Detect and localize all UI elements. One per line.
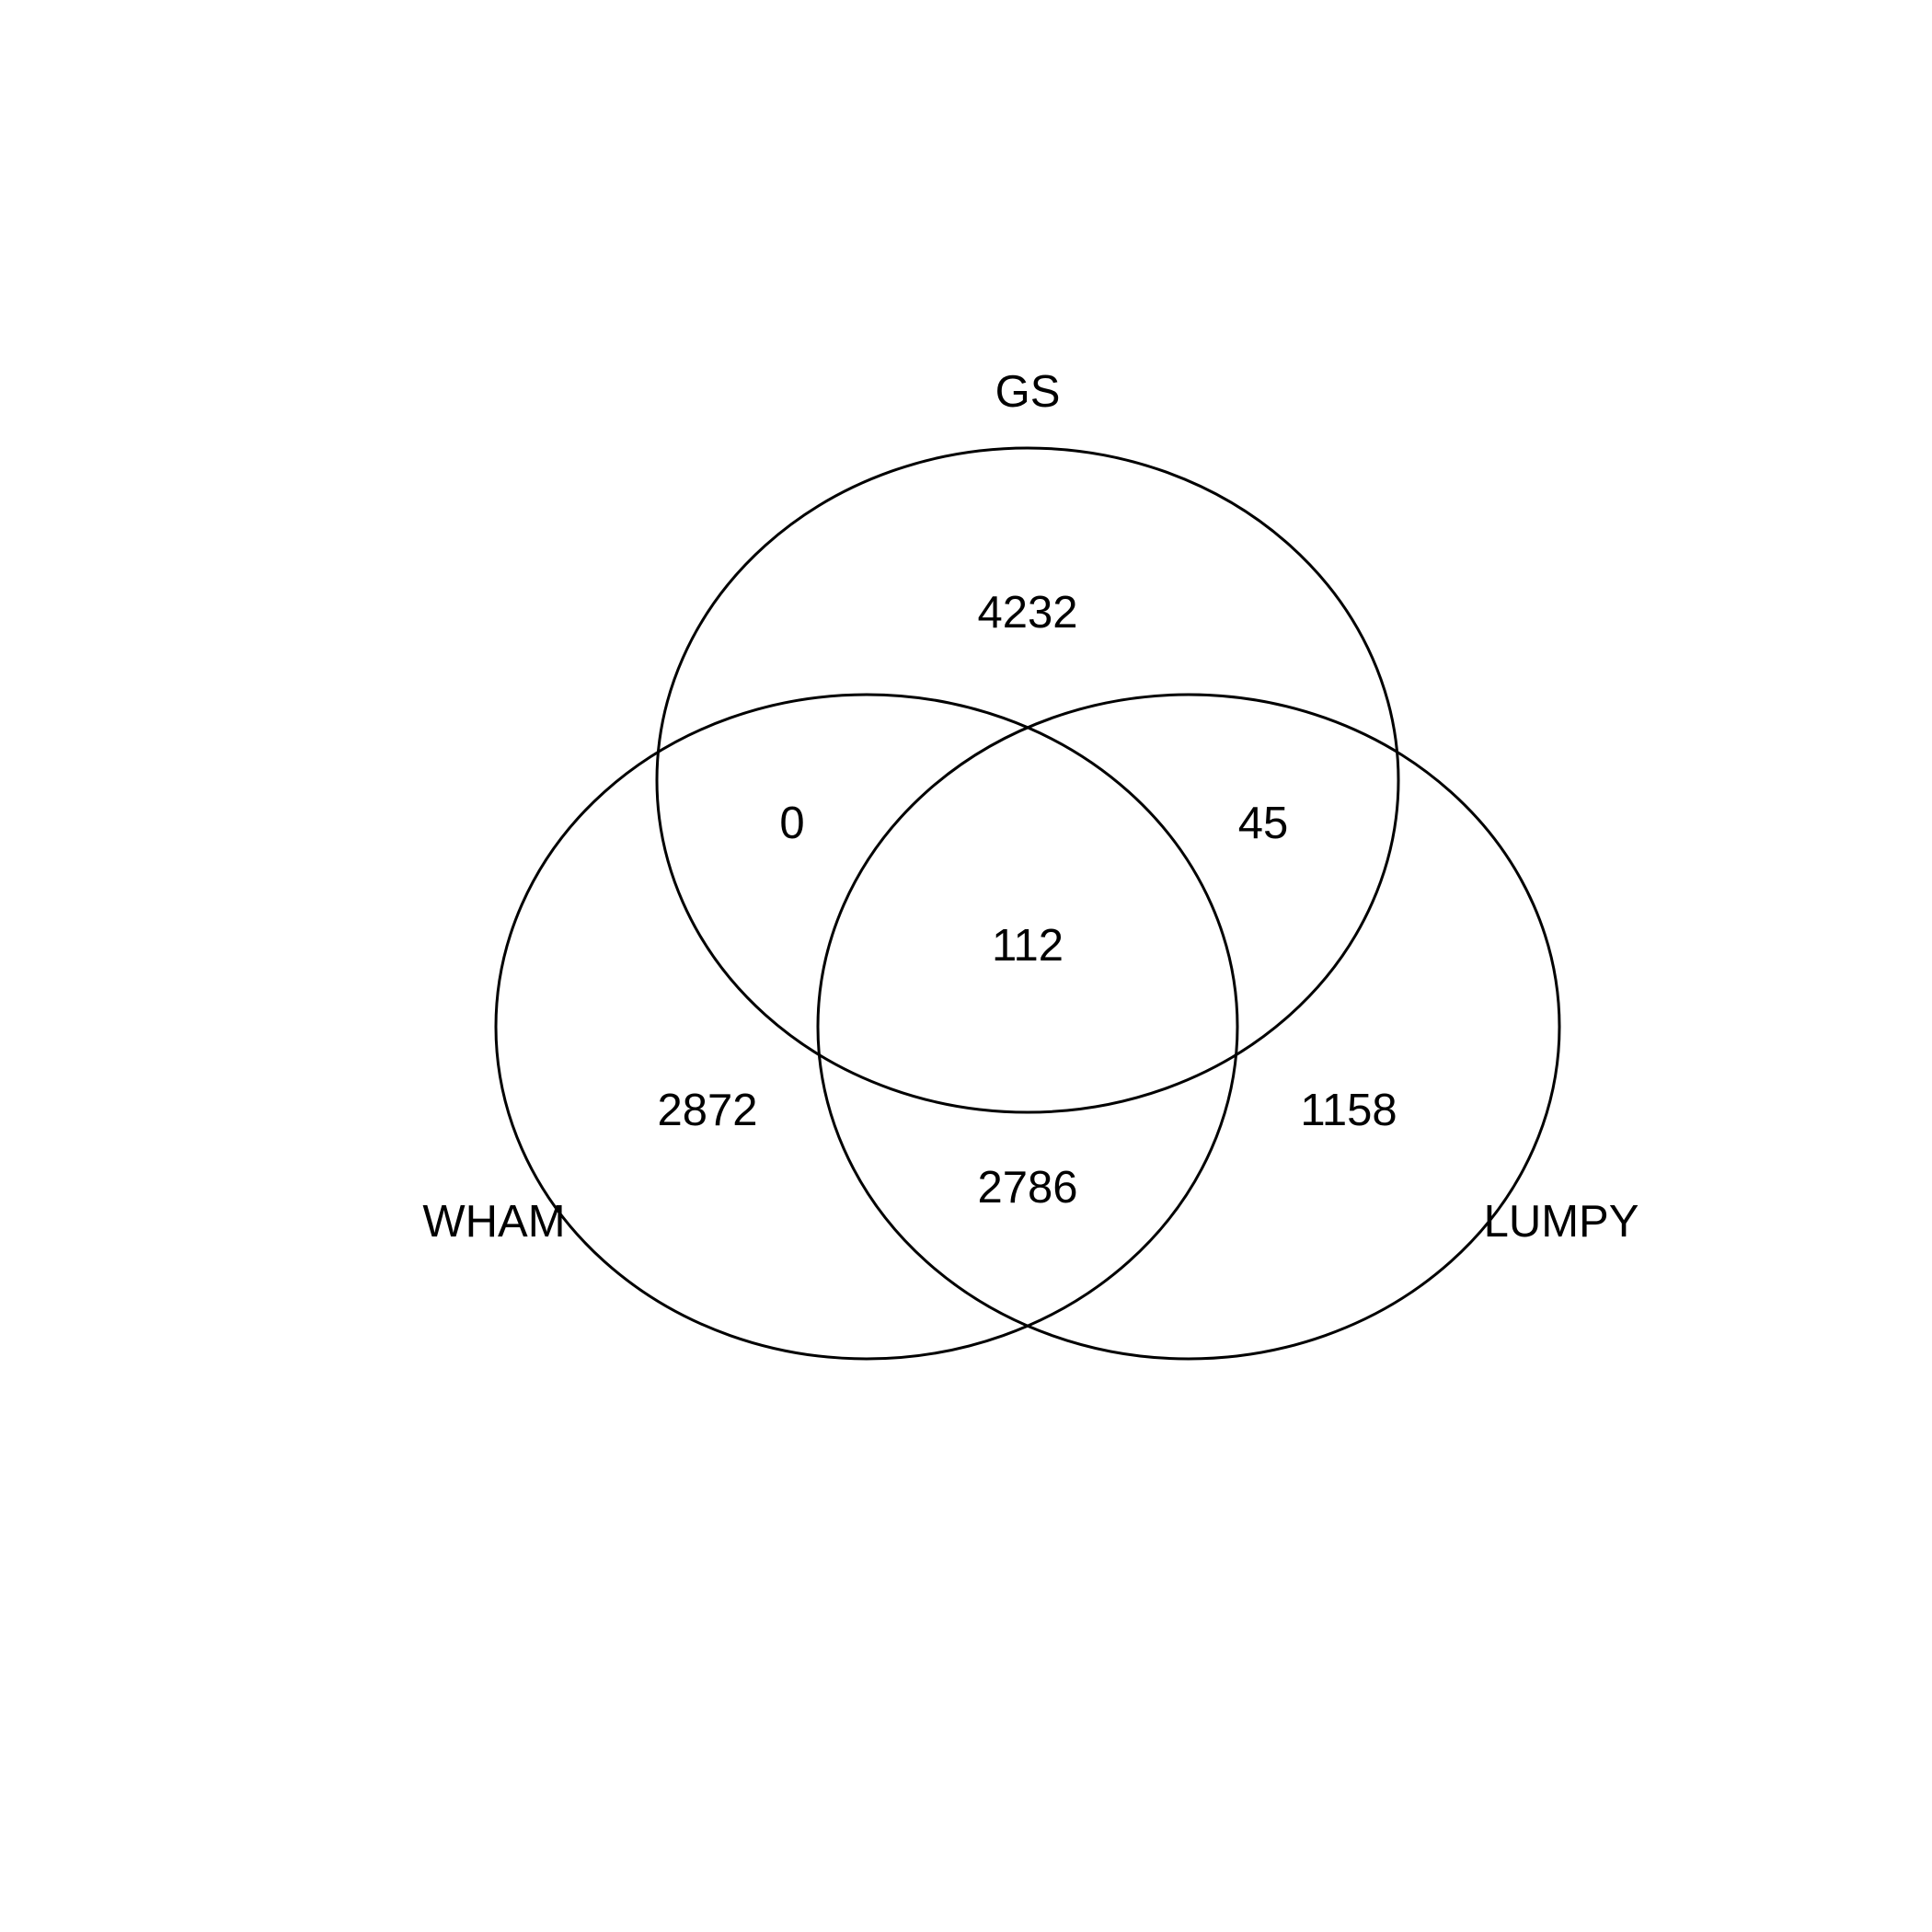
gs-wham-count: 0 — [779, 799, 804, 848]
all-three-count: 112 — [992, 921, 1064, 971]
wham-only-count: 2872 — [657, 1086, 757, 1135]
lumpy-only-count: 1158 — [1300, 1086, 1397, 1135]
lumpy-set-label: LUMPY — [1484, 1197, 1639, 1247]
gs-set-label: GS — [995, 367, 1061, 417]
wham-set-circle — [494, 693, 1239, 1361]
gs-lumpy-count: 45 — [1238, 799, 1289, 848]
wham-set-label: WHAM — [422, 1197, 565, 1247]
gs-only-count: 4232 — [977, 588, 1077, 638]
gs-set-circle — [655, 446, 1400, 1114]
wham-lumpy-count: 2786 — [977, 1163, 1077, 1213]
lumpy-set-circle — [816, 693, 1561, 1361]
